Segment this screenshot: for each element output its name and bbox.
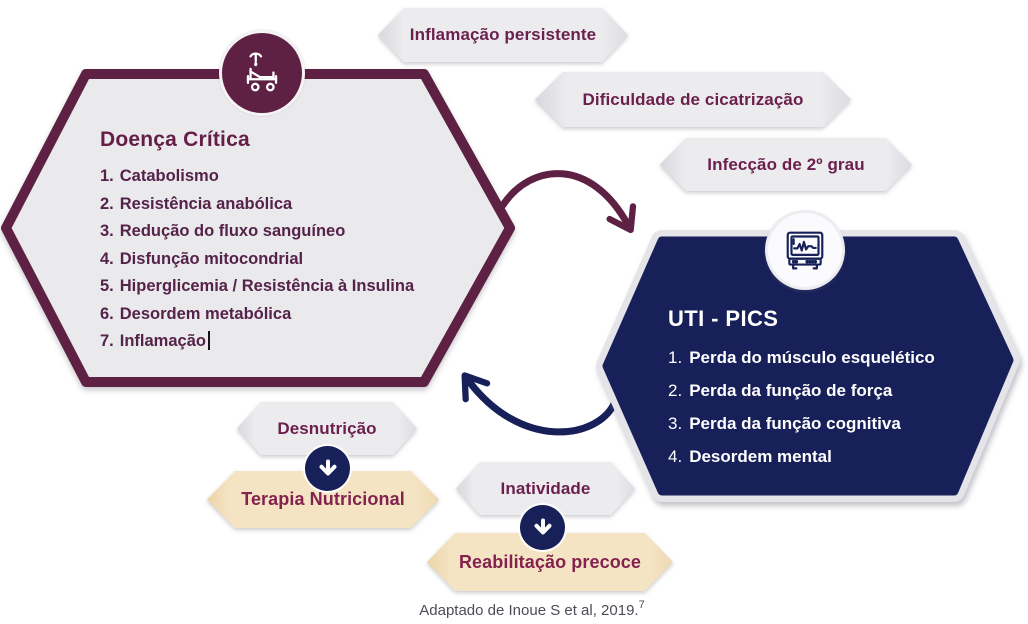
patient-monitor-icon	[765, 210, 845, 290]
hospital-bed-icon	[219, 30, 305, 116]
banner-label: Desnutrição	[277, 418, 377, 438]
uti-pics-list: 1.Perda do músculo esquelético 2.Perda da…	[668, 341, 1008, 473]
banner-label: Terapia Nutricional	[241, 489, 405, 509]
critical-illness-hexagon: Doença Crítica 1.Catabolismo 2.Resistênci…	[0, 68, 516, 388]
list-item: 3.Redução do fluxo sanguíneo	[100, 222, 346, 240]
banner-healing-difficulty: Dificuldade de cicatrização	[535, 72, 851, 127]
banner-shape: Reabilitação precoce	[427, 533, 673, 591]
hospital-bed-glyph	[246, 52, 278, 92]
list-item: 4.Disfunção mitocondrial	[100, 249, 304, 268]
hexagon-shape	[1, 69, 515, 387]
arrow-critical-to-pics	[499, 170, 637, 234]
list-item: 2.Perda da função de força	[668, 381, 893, 400]
down-arrow-icon	[520, 505, 565, 550]
caption-text: Adaptado de Inoue S et al, 2019.	[419, 602, 639, 619]
list-item: 6.Desordem metabólica	[100, 304, 292, 323]
banner-persistent-inflammation: Inflamação persistente	[378, 8, 628, 62]
uti-pics-hexagon: UTI - PICS 1.Perda do músculo esquelétic…	[596, 230, 1020, 502]
list-item: 1.Perda do músculo esquelético	[668, 348, 935, 367]
list-item: 3.Perda da função cognitiva	[668, 414, 901, 433]
banner-shape: Inflamação persistente	[378, 8, 628, 62]
caption-reference-number: 7	[638, 599, 645, 611]
banner-secondary-infection: Infecção de 2º grau	[660, 138, 912, 191]
list-item: 1.Catabolismo	[100, 167, 219, 185]
text-caret	[207, 331, 210, 350]
patient-monitor-glyph	[786, 231, 824, 270]
list-item: 2.Resistência anabólica	[100, 194, 293, 213]
source-caption: Adaptado de Inoue S et al, 2019.7	[382, 599, 682, 619]
banner-shape: Dificuldade de cicatrização	[535, 72, 851, 127]
critical-illness-list[interactable]: 1.Catabolismo 2.Resistência anabólica 3.Re…	[100, 163, 500, 356]
critical-illness-title: Doença Crítica	[100, 128, 250, 151]
uti-pics-title: UTI - PICS	[668, 306, 779, 331]
down-arrow-icon	[305, 446, 350, 491]
hexagon-shape	[596, 230, 1020, 502]
banner-label: Reabilitação precoce	[458, 551, 642, 572]
arrow-pics-to-critical	[461, 372, 618, 436]
list-item: 4.Desordem mental	[668, 447, 832, 466]
list-item: 5.Hiperglicemia / Resistência à Insulina	[100, 277, 415, 295]
banner-label: Inflamação persistente	[409, 25, 597, 44]
list-item: 7.Inflamação	[100, 328, 500, 356]
banner-shape: Infecção de 2º grau	[660, 138, 912, 191]
banner-early-rehabilitation: Reabilitação precoce	[427, 533, 673, 591]
banner-label: Infecção de 2º grau	[707, 154, 865, 174]
banner-label: Dificuldade de cicatrização	[582, 89, 804, 109]
banner-label: Inatividade	[500, 478, 591, 498]
